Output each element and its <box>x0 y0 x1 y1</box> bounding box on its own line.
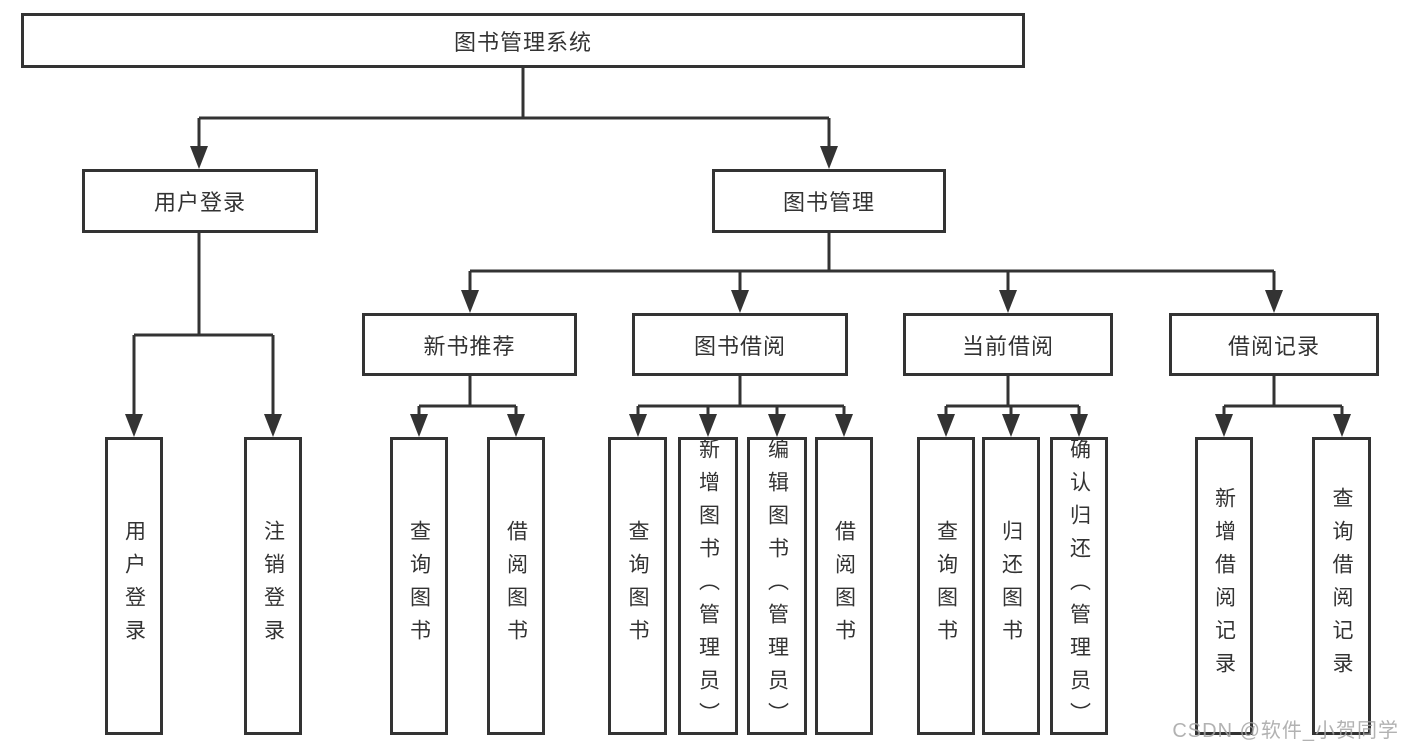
node-borrow-records: 借阅记录 <box>1169 313 1379 376</box>
node-label: 借阅图书 <box>504 520 528 652</box>
node-label: 查询借阅记录 <box>1330 487 1353 685</box>
node-label: 查询图书 <box>934 520 958 652</box>
node-user-login: 用户登录 <box>82 169 318 233</box>
node-label: 确认归还（管理员） <box>1067 437 1091 735</box>
node-label: 借阅图书 <box>832 520 856 652</box>
connector-new-book-rec-to-leaves <box>410 376 525 437</box>
watermark: CSDN @软件_小贺同学 <box>1172 720 1399 742</box>
node-book-borrowing: 图书借阅 <box>632 313 848 376</box>
leaf-current-confirm-return-admin: 确认归还（管理员） <box>1050 437 1108 735</box>
node-label: 查询图书 <box>626 520 649 652</box>
node-current-borrowing: 当前借阅 <box>903 313 1113 376</box>
leaf-borrowing-query-books: 查询图书 <box>608 437 667 735</box>
node-label: 图书管理 <box>782 190 875 215</box>
connector-user-login-to-leaves <box>125 233 282 437</box>
node-label: 图书借阅 <box>693 333 786 359</box>
leaf-recommend-query-books: 查询图书 <box>390 437 448 735</box>
leaf-borrowing-borrow-books: 借阅图书 <box>815 437 873 735</box>
node-label: 当前借阅 <box>961 333 1054 359</box>
node-label: 查询图书 <box>407 520 431 652</box>
connector-book-mgmt-to-level3 <box>461 233 1283 313</box>
leaf-logout: 注销登录 <box>244 437 302 735</box>
connector-book-borrow-to-leaves <box>629 376 853 437</box>
leaf-borrowing-edit-books-admin: 编辑图书（管理员） <box>747 437 807 735</box>
connector-borrow-records-to-leaves <box>1215 376 1351 437</box>
connector-current-borrow-to-leaves <box>937 376 1088 437</box>
node-label: 新增图书（管理员） <box>696 437 720 735</box>
node-new-book-recommend: 新书推荐 <box>362 313 577 376</box>
node-label: 归还图书 <box>999 520 1023 652</box>
leaf-current-return-books: 归还图书 <box>982 437 1040 735</box>
node-book-management: 图书管理 <box>712 169 946 233</box>
node-label: 用户登录 <box>122 520 146 652</box>
node-label: 借阅记录 <box>1227 333 1320 359</box>
leaf-current-query-books: 查询图书 <box>917 437 975 735</box>
leaf-borrowing-add-books-admin: 新增图书（管理员） <box>678 437 738 735</box>
leaf-records-query-borrow-record: 查询借阅记录 <box>1312 437 1371 735</box>
node-label: 用户登录 <box>153 190 246 215</box>
connector-root-to-level2 <box>190 68 838 169</box>
node-label: 新书推荐 <box>423 333 516 359</box>
node-library-management-system: 图书管理系统 <box>21 13 1025 68</box>
leaf-recommend-borrow-books: 借阅图书 <box>487 437 545 735</box>
leaf-records-add-borrow-record: 新增借阅记录 <box>1195 437 1253 735</box>
node-label: 编辑图书（管理员） <box>765 437 789 735</box>
node-label: 图书管理系统 <box>453 29 592 55</box>
leaf-user-login: 用户登录 <box>105 437 163 735</box>
node-label: 新增借阅记录 <box>1212 487 1236 685</box>
node-label: 注销登录 <box>261 520 285 652</box>
